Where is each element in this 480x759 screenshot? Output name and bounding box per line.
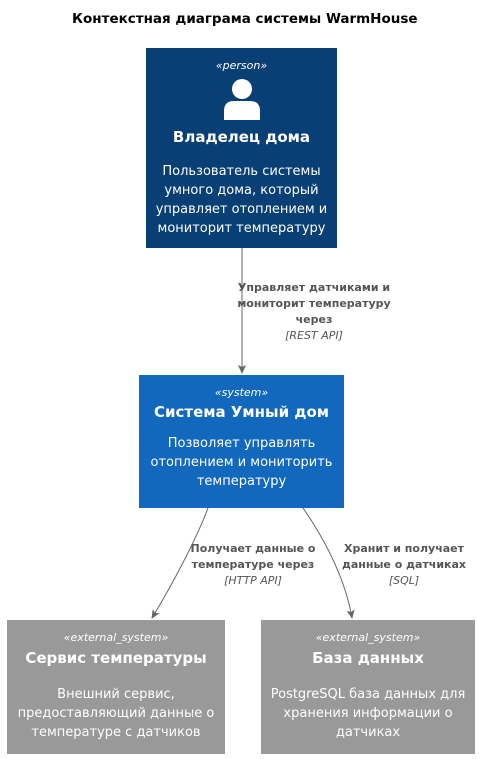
external-stereotype: «external_system» [315, 631, 421, 644]
system-node-smart-home[interactable]: «system» Система Умный дом Позволяет упр… [139, 375, 344, 508]
edge-label-text: Хранит и получает данные о датчиках [341, 542, 467, 571]
external-node-temperature-service[interactable]: «external_system» Сервис температуры Вне… [7, 620, 225, 754]
external-stereotype: «external_system» [63, 631, 169, 644]
edge-label-person-to-system: Управляет датчиками и мониторит температ… [236, 280, 392, 344]
person-node-home-owner[interactable]: «person» Владелец дома Пользователь сист… [146, 48, 337, 248]
edge-label-system-to-temperature: Получает данные о температуре через [HTT… [184, 541, 322, 589]
edge-label-text: Управляет датчиками и мониторит температ… [237, 281, 391, 326]
person-title: Владелец дома [172, 128, 311, 146]
diagram-title: Контекстная диаграма системы WarmHouse [72, 11, 418, 27]
person-description: Пользователь системы умного дома, которы… [155, 164, 328, 236]
person-icon [222, 78, 262, 120]
external-title: Сервис температуры [25, 649, 207, 667]
external-description: PostgreSQL база данных для хранения инфо… [270, 687, 466, 740]
edge-system-to-temperature [151, 507, 209, 619]
edge-label-tech: [HTTP API] [224, 574, 282, 587]
system-description: Позволяет управлять отоплением и монитор… [150, 436, 333, 489]
system-title: Система Умный дом [153, 403, 330, 421]
edge-system-to-database [302, 507, 355, 619]
edge-label-tech: [SQL] [388, 574, 420, 587]
external-description: Внешний сервис, предоставляющий данные о… [17, 687, 215, 740]
external-title: База данных [312, 649, 424, 667]
edge-label-text: Получает данные о температуре через [190, 542, 316, 571]
person-stereotype: «person» [215, 59, 268, 72]
edge-label-tech: [REST API] [285, 329, 343, 342]
edge-label-system-to-database: Хранит и получает данные о датчиках [SQL… [334, 541, 474, 589]
external-node-database[interactable]: «external_system» База данных PostgreSQL… [261, 620, 475, 754]
system-stereotype: «system» [214, 386, 269, 399]
